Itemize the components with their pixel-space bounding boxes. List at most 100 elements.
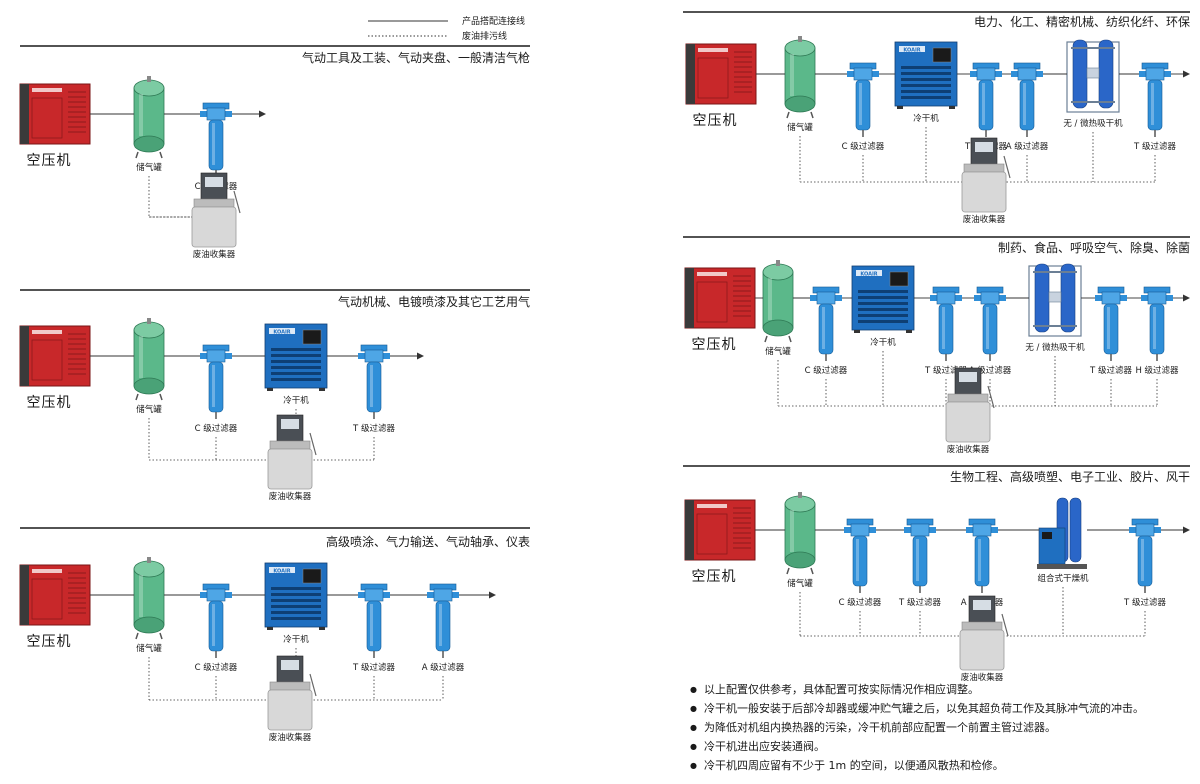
legend-dotted-label: 废油排污线 — [462, 30, 507, 42]
note-item: 以上配置仅供参考，具体配置可按实际情况作相应调整。 — [690, 680, 1190, 699]
collector-label: 废油收集器 — [961, 672, 1004, 683]
collector-device — [191, 172, 241, 248]
outlet-arrow — [259, 110, 266, 118]
a-filter-label: A 级过滤器 — [969, 365, 1012, 376]
t-filter-device — [904, 518, 936, 593]
tank-device — [784, 492, 816, 575]
c-filter-device — [844, 518, 876, 593]
collector-device — [267, 414, 317, 490]
dryer-label: 冷干机 — [283, 634, 309, 645]
dryer-device: KOAIR — [894, 41, 958, 109]
t-filter-label: T 级过滤器 — [898, 597, 941, 608]
h-filter-label: H 级过滤器 — [1135, 365, 1179, 376]
collector-label: 废油收集器 — [193, 249, 236, 260]
c-filter-device — [847, 62, 879, 137]
c-filter-label: C 级过滤器 — [195, 662, 238, 673]
combo-dryer-label: 组合式干燥机 — [1037, 573, 1089, 584]
t-filter-label: T 级过滤器 — [924, 365, 967, 376]
dryer-brand: KOAIR — [903, 48, 920, 54]
collector-device — [945, 367, 995, 443]
a-filter-label: A 级过滤器 — [422, 662, 465, 673]
t-filter-device — [1129, 518, 1161, 593]
outlet-arrow — [417, 352, 424, 360]
tank-label: 储气罐 — [136, 643, 162, 654]
legend-solid-label: 产品搭配连接线 — [462, 15, 525, 27]
tank-device — [133, 318, 165, 401]
tank-label: 储气罐 — [136, 404, 162, 415]
dryer-brand: KOAIR — [273, 569, 290, 575]
compressor-device — [19, 325, 91, 387]
tank-device — [133, 76, 165, 159]
t-filter-label: T 级过滤器 — [1133, 141, 1176, 152]
tank-label: 储气罐 — [787, 122, 813, 133]
combo-dryer-device — [1037, 497, 1087, 569]
a-filter-device — [966, 518, 998, 593]
dryer-brand: KOAIR — [860, 272, 877, 278]
dryer-label: 冷干机 — [283, 395, 309, 406]
compressor-label: 空压机 — [692, 337, 737, 353]
t-filter-label: T 级过滤器 — [1089, 365, 1132, 376]
note-item: 冷干机一般安装于后部冷却器或缓冲贮气罐之后，以免其超负荷工作及其脉冲气流的冲击。 — [690, 699, 1190, 718]
c-filter-device — [200, 102, 232, 177]
note-item: 冷干机进出应安装通阀。 — [690, 737, 1190, 756]
panel-p5: 制药、食品、呼吸空气、除臭、除菌空压机储气罐 C 级过滤器 KOAIR 冷干机 T 级过… — [683, 236, 1190, 455]
compressor-device — [19, 564, 91, 626]
tank-label: 储气罐 — [136, 162, 162, 173]
panel-title: 气动工具及工装、气动夹盘、一般清洁气枪 — [302, 50, 530, 65]
note-item: 为降低对机组内换热器的污染，冷干机前部应配置一个前置主管过滤器。 — [690, 718, 1190, 737]
tank-label: 储气罐 — [765, 346, 791, 357]
t-filter-device — [358, 344, 390, 419]
panel-title: 气动机械、电镀喷漆及其它工艺用气 — [338, 294, 530, 309]
panel-p4: 电力、化工、精密机械、纺织化纤、环保空压机储气罐 C 级过滤器 KOAIR 冷干机 T … — [683, 11, 1190, 225]
ads-dryer-device — [1066, 39, 1120, 113]
c-filter-device — [810, 286, 842, 361]
a-filter-device — [1011, 62, 1043, 137]
notes-list: 以上配置仅供参考，具体配置可按实际情况作相应调整。 冷干机一般安装于后部冷却器或… — [690, 680, 1190, 775]
c-filter-label: C 级过滤器 — [805, 365, 848, 376]
compressor-label: 空压机 — [692, 569, 737, 585]
t-filter-label: T 级过滤器 — [1123, 597, 1166, 608]
tank-device — [784, 36, 816, 119]
outlet-arrow — [1183, 70, 1190, 78]
compressor-device — [684, 499, 756, 561]
tank-label: 储气罐 — [787, 578, 813, 589]
c-filter-label: C 级过滤器 — [842, 141, 885, 152]
dryer-device: KOAIR — [851, 265, 915, 333]
panel-title: 生物工程、高级喷塑、电子工业、胶片、风干 — [950, 469, 1190, 484]
t-filter-device — [358, 583, 390, 658]
t-filter-device — [970, 62, 1002, 137]
ads-dryer-device — [1028, 263, 1082, 337]
dryer-label: 冷干机 — [870, 337, 896, 348]
panel-title: 电力、化工、精密机械、纺织化纤、环保 — [974, 14, 1190, 29]
c-filter-device — [200, 344, 232, 419]
dryer-device: KOAIR — [264, 562, 328, 630]
panel-p2: 气动机械、电镀喷漆及其它工艺用气空压机储气罐C 级过滤器KOAIR冷干机T 级过… — [19, 289, 530, 502]
tank-device — [133, 557, 165, 640]
a-filter-device — [974, 286, 1006, 361]
compressor-label: 空压机 — [693, 113, 738, 129]
panel-title: 制药、食品、呼吸空气、除臭、除菌 — [998, 240, 1190, 255]
c-filter-label: C 级过滤器 — [195, 423, 238, 434]
a-filter-label: A 级过滤器 — [1006, 141, 1049, 152]
collector-label: 废油收集器 — [269, 491, 312, 502]
dryer-label: 冷干机 — [913, 113, 939, 124]
collector-label: 废油收集器 — [963, 214, 1006, 225]
collector-label: 废油收集器 — [947, 444, 990, 455]
compressor-label: 空压机 — [27, 395, 72, 411]
compressor-device — [685, 43, 757, 105]
t-filter-device — [1095, 286, 1127, 361]
compressor-device — [684, 267, 756, 329]
collector-device — [959, 595, 1009, 671]
compressor-device — [19, 83, 91, 145]
outlet-arrow — [1183, 294, 1190, 302]
t-filter-device — [1139, 62, 1171, 137]
h-filter-device — [1141, 286, 1173, 361]
collector-label: 废油收集器 — [269, 732, 312, 743]
c-filter-device — [200, 583, 232, 658]
outlet-arrow — [1183, 526, 1190, 534]
collector-device — [961, 137, 1011, 213]
